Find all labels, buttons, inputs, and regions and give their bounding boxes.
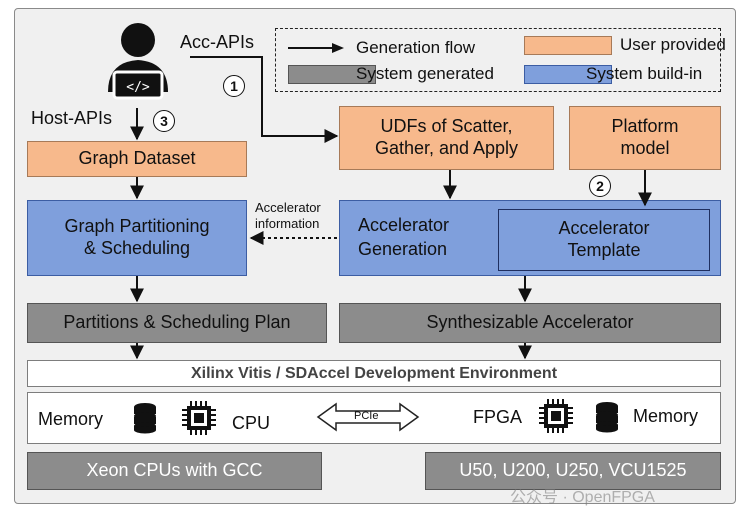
legend-arrow-icon xyxy=(288,43,344,53)
legend-user-provided: User provided xyxy=(620,35,726,54)
step-1-marker: 1 xyxy=(223,75,245,97)
platform-model-box: Platform model xyxy=(569,106,721,170)
database-icon xyxy=(134,403,156,434)
acc-apis-label: Acc-APIs xyxy=(180,32,255,52)
developer-laptop-icon: </> xyxy=(108,23,168,100)
fpga-label: FPGA xyxy=(473,407,523,427)
legend: Generation flow System generated User pr… xyxy=(275,28,726,92)
xilinx-env-box: Xilinx Vitis / SDAccel Development Envir… xyxy=(27,360,721,387)
accelerator-template-box: Accelerator Template xyxy=(498,209,710,271)
step-2-marker: 2 xyxy=(589,175,611,197)
pcie-label: PCIe xyxy=(354,410,379,422)
accelerator-information-label: Accelerator information xyxy=(255,200,321,232)
accelerator-generation-box: Accelerator Generation Accelerator Templ… xyxy=(339,200,721,276)
graph-dataset-box: Graph Dataset xyxy=(27,141,247,177)
chip-icon xyxy=(182,401,216,435)
step-3-marker: 3 xyxy=(153,110,175,132)
udfs-box: UDFs of Scatter, Gather, and Apply xyxy=(339,106,554,170)
synthesizable-accelerator-box: Synthesizable Accelerator xyxy=(339,303,721,343)
memory-right-label: Memory xyxy=(633,406,699,426)
legend-swatch-system-buildin xyxy=(524,65,612,84)
watermark: 公众号 · OpenFPGA xyxy=(510,489,655,506)
svg-text:</>: </> xyxy=(126,80,150,95)
fpga-boards-box: U50, U200, U250, VCU1525 xyxy=(425,452,721,490)
accelerator-generation-label: Accelerator Generation xyxy=(358,215,450,260)
memory-left-label: Memory xyxy=(38,409,104,429)
legend-system-buildin: System build-in xyxy=(586,64,703,83)
xeon-cpus-box: Xeon CPUs with GCC xyxy=(27,452,322,490)
pcie-double-arrow-icon xyxy=(316,402,420,432)
partitions-plan-box: Partitions & Scheduling Plan xyxy=(27,303,327,343)
legend-system-generated: System generated xyxy=(356,64,494,83)
graph-partitioning-box: Graph Partitioning & Scheduling xyxy=(27,200,247,276)
legend-swatch-user-provided xyxy=(524,36,612,55)
chip-icon xyxy=(539,399,573,433)
host-apis-label: Host-APIs xyxy=(31,108,113,128)
database-icon xyxy=(596,402,618,433)
cpu-label: CPU xyxy=(232,413,271,433)
legend-generation-flow: Generation flow xyxy=(356,38,476,57)
